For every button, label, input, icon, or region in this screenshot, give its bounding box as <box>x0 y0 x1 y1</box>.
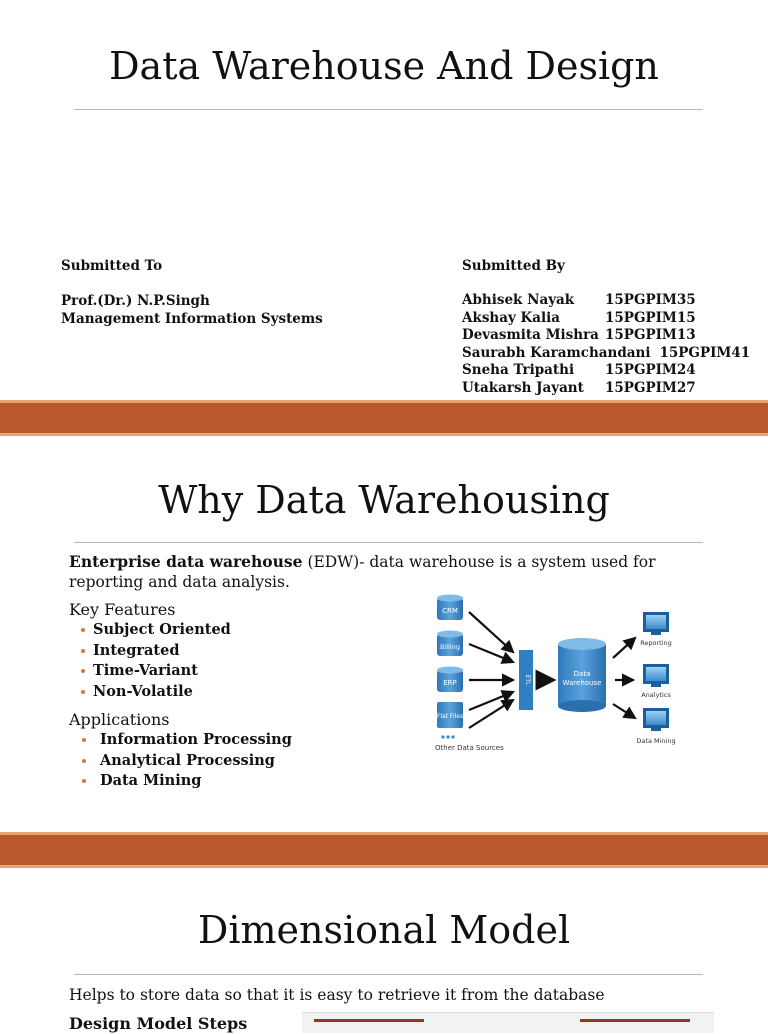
bullet-icon <box>81 689 85 694</box>
source-label: ERP <box>443 679 457 687</box>
edw-definition: Enterprise data warehouse (EDW)- data wa… <box>69 552 699 592</box>
professor-name: Prof.(Dr.) N.P.Singh <box>61 293 210 309</box>
member-list: Abhisek Nayak 15PGPIM35 Akshay Kalia 15PGP… <box>462 292 750 397</box>
design-steps-heading: Design Model Steps <box>69 1014 248 1033</box>
output-label: Data Mining <box>636 737 675 745</box>
member-id: 15PGPIM13 <box>605 327 696 343</box>
title-divider <box>74 974 703 975</box>
course-name: Management Information Systems <box>61 311 323 327</box>
bullet-icon <box>81 628 85 632</box>
slide-separator-band <box>0 832 768 868</box>
output-arrows <box>612 636 637 720</box>
list-item-label: Analytical Processing <box>100 751 275 769</box>
submitted-by-label: Submitted By <box>462 258 565 274</box>
list-item: Time-Variant <box>69 661 231 682</box>
etl-block-icon: ETL <box>519 650 533 710</box>
output-label: Analytics <box>641 691 671 699</box>
figure-strip-right <box>580 1019 690 1022</box>
list-item: Subject Oriented <box>69 620 231 641</box>
slide-3: Dimensional Model Helps to store data so… <box>0 868 768 1033</box>
analytics-monitor-icon: Analytics <box>641 664 671 699</box>
list-item-label: Non-Volatile <box>93 682 193 700</box>
member-name: Saurabh Karamchandani <box>462 344 651 361</box>
more-sources-icon <box>441 735 455 739</box>
source-arrows <box>468 611 516 729</box>
slide-1-title: Data Warehouse And Design <box>109 44 659 88</box>
bullet-icon <box>82 779 86 783</box>
bullet-icon <box>81 648 85 653</box>
member-id: 15PGPIM41 <box>659 344 751 361</box>
list-item: Non-Volatile <box>69 682 231 703</box>
data-warehouse-icon: Data Warehouse <box>558 638 606 712</box>
bullet-icon <box>82 738 86 742</box>
slide-2: Why Data Warehousing Enterprise data war… <box>0 436 768 832</box>
other-sources-label: Other Data Sources <box>435 744 504 752</box>
title-divider <box>74 542 703 543</box>
warehouse-label-line1: Data <box>574 670 591 678</box>
list-item-label: Information Processing <box>100 731 292 748</box>
member-row: Akshay Kalia 15PGPIM15 <box>462 310 750 328</box>
list-item-label: Subject Oriented <box>93 621 231 638</box>
reporting-monitor-icon: Reporting <box>640 612 672 647</box>
list-item-label: Data Mining <box>100 772 202 789</box>
member-row: Devasmita Mishra 15PGPIM13 <box>462 327 750 345</box>
member-id: 15PGPIM35 <box>605 292 696 308</box>
slide-1: Data Warehouse And Design Submitted To P… <box>0 0 768 400</box>
bullet-icon <box>81 669 85 673</box>
source-erp-icon: ERP <box>437 666 463 692</box>
list-item: Integrated <box>69 641 231 662</box>
source-label: CRM <box>442 607 458 615</box>
member-name: Abhisek Nayak <box>462 292 575 308</box>
member-row: Abhisek Nayak 15PGPIM35 <box>462 292 750 310</box>
slide-3-title: Dimensional Model <box>197 908 571 952</box>
member-id: 15PGPIM15 <box>605 309 696 326</box>
member-id: 15PGPIM27 <box>605 379 696 396</box>
edw-abbr: (EDW) <box>302 553 360 571</box>
edw-term: Enterprise data warehouse <box>69 552 303 571</box>
member-row: Sneha Tripathi 15PGPIM24 <box>462 362 750 380</box>
dimensional-model-intro: Helps to store data so that it is easy t… <box>69 986 605 1004</box>
output-label: Reporting <box>640 639 672 647</box>
list-item: Information Processing <box>69 730 292 751</box>
member-name: Akshay Kalia <box>462 309 561 326</box>
source-crm-icon: CRM <box>437 594 463 620</box>
key-features-heading: Key Features <box>69 600 176 619</box>
list-item: Data Mining <box>69 771 292 792</box>
list-item-label: Time-Variant <box>93 662 198 679</box>
edw-description: - data warehouse is a system used for re… <box>69 553 656 591</box>
submitted-to-label: Submitted To <box>61 258 163 274</box>
data-mining-monitor-icon: Data Mining <box>636 708 676 745</box>
etl-label: ETL <box>524 675 531 686</box>
list-item: Analytical Processing <box>69 751 292 772</box>
warehouse-label-line2: Warehouse <box>563 679 602 687</box>
member-name: Sneha Tripathi <box>462 362 575 378</box>
source-label: Flat Files <box>437 713 463 720</box>
slide-separator-band <box>0 400 768 436</box>
member-name: Utakarsh Jayant <box>462 379 584 396</box>
title-divider <box>74 109 703 110</box>
member-id: 15PGPIM24 <box>605 362 696 378</box>
source-billing-icon: Billing <box>437 630 463 656</box>
member-name: Devasmita Mishra <box>462 327 599 343</box>
slide-2-title: Why Data Warehousing <box>158 478 610 522</box>
bullet-icon <box>82 758 86 763</box>
list-item-label: Integrated <box>93 641 180 659</box>
data-warehouse-diagram: CRM Billing ERP Flat Files Other Data So… <box>435 594 676 752</box>
source-label: Billing <box>440 643 460 651</box>
member-row: Saurabh Karamchandani 15PGPIM41 <box>462 345 750 363</box>
applications-heading: Applications <box>69 710 170 729</box>
figure-strip-left <box>314 1019 424 1022</box>
key-features-list: Subject Oriented Integrated Time-Variant… <box>69 620 231 702</box>
member-row: Utakarsh Jayant 15PGPIM27 <box>462 380 750 398</box>
design-steps-figure <box>302 1012 714 1033</box>
source-flat-files-icon: Flat Files <box>437 702 463 728</box>
applications-list: Information Processing Analytical Proces… <box>69 730 292 792</box>
